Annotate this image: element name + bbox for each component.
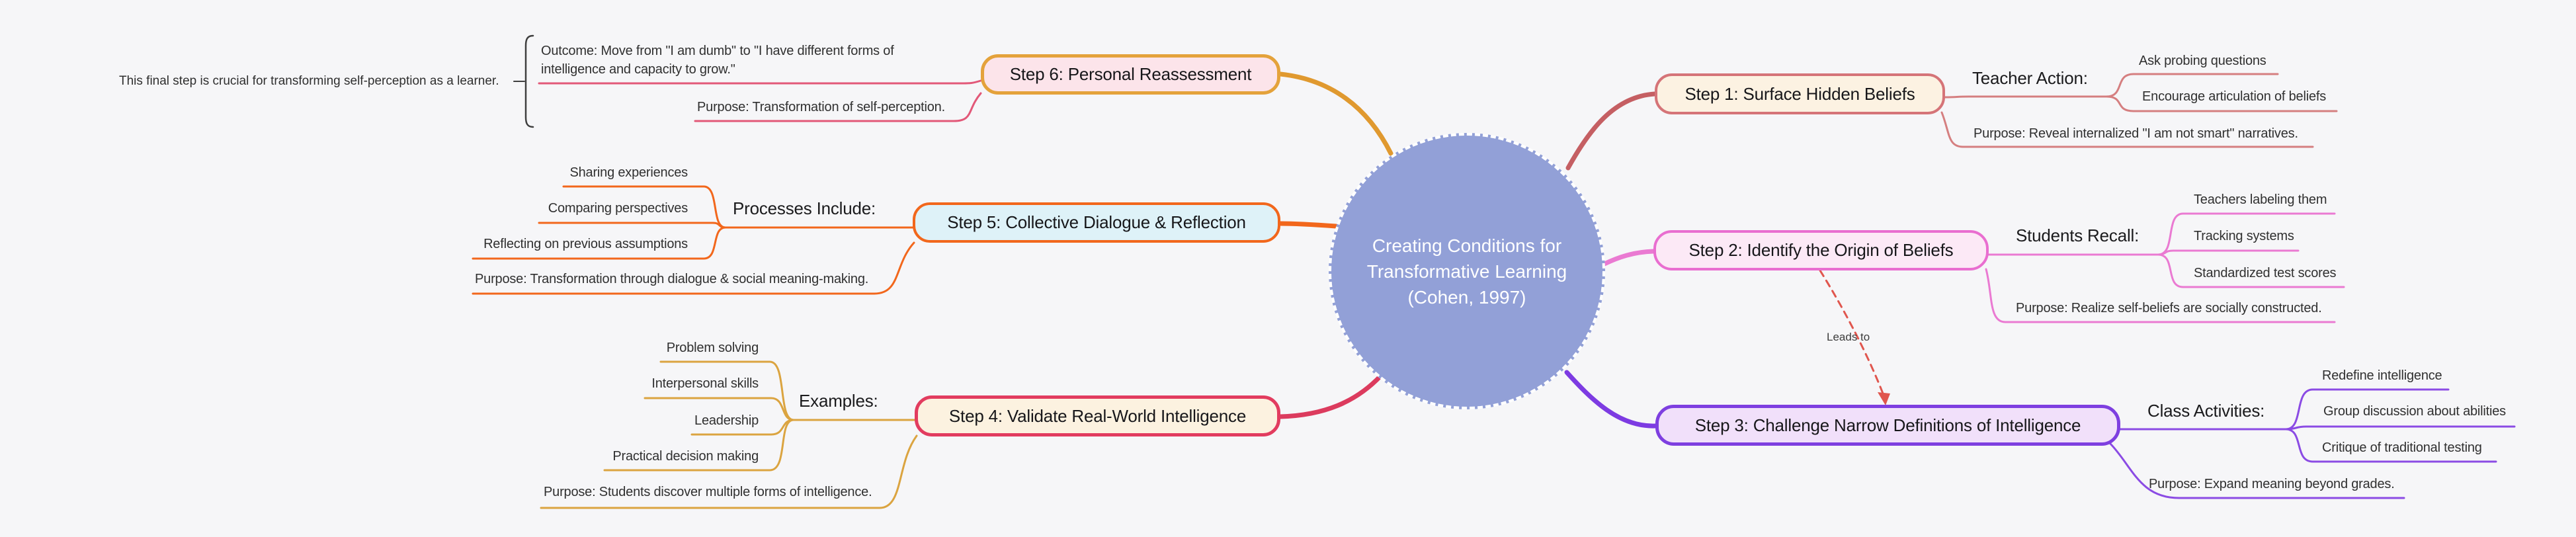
- step1-header: Teacher Action:: [1972, 68, 2088, 88]
- link-center-step2: [1602, 249, 1656, 267]
- branch-line: [1940, 111, 2314, 148]
- step2-child: Tracking systems: [2194, 229, 2294, 243]
- link-center-step3: [1564, 370, 1658, 429]
- step5-node[interactable]: Step 5: Collective Dialogue & Reflection: [913, 202, 1280, 243]
- branch-line: [2284, 388, 2450, 431]
- leads-to-arrow: [1819, 269, 1890, 405]
- step1-branches: [1940, 73, 2338, 148]
- branch-line: [2157, 253, 2345, 288]
- step2-purpose: Purpose: Realize self-beliefs are social…: [2016, 301, 2322, 315]
- branch-line: [538, 79, 982, 85]
- central-topic-node[interactable]: Creating Conditions for Transformative L…: [1329, 133, 1605, 409]
- leads-to-label: Leads to: [1827, 331, 1870, 343]
- step1-child: Ask probing questions: [2139, 54, 2266, 68]
- step4-purpose: Purpose: Students discover multiple form…: [544, 485, 872, 499]
- step4-child: Practical decision making: [612, 449, 759, 464]
- step1-child: Encourage articulation of beliefs: [2142, 89, 2327, 104]
- step2-child: Standardized test scores: [2194, 266, 2337, 280]
- branch-line: [2284, 428, 2497, 463]
- branch-line: [2105, 95, 2338, 112]
- step6-outcome: Outcome: Move from "I am dumb" to "I hav…: [541, 44, 894, 77]
- branch-line: [644, 397, 795, 421]
- step4-branches: [540, 360, 918, 509]
- step6-node[interactable]: Step 6: Personal Reassessment: [981, 54, 1280, 95]
- step3-child: Critique of traditional testing: [2322, 440, 2482, 455]
- step5-branches: [472, 185, 915, 295]
- central-topic-line: Transformative Learning: [1366, 261, 1567, 282]
- step2-node[interactable]: Step 2: Identify the Origin of Beliefs: [1653, 230, 1989, 270]
- annotation-bracket: [513, 34, 534, 128]
- step3-node[interactable]: Step 3: Challenge Narrow Definitions of …: [1655, 405, 2120, 446]
- branch-line: [694, 92, 982, 122]
- step5-child: Sharing experiences: [569, 165, 688, 180]
- arrowhead: [1878, 392, 1890, 405]
- step3-header: Class Activities:: [2147, 401, 2265, 421]
- step3-purpose: Purpose: Expand meaning beyond grades.: [2149, 477, 2395, 491]
- step5-child: Reflecting on previous assumptions: [483, 237, 688, 251]
- branch-line: [2109, 442, 2405, 499]
- dashed-curve: [1819, 269, 1886, 398]
- step4-child: Leadership: [694, 413, 759, 428]
- link-center-step4: [1278, 373, 1384, 419]
- branch-line: [659, 360, 795, 421]
- branch-line: [1985, 268, 2336, 323]
- step4-node[interactable]: Step 4: Validate Real-World Intelligence: [915, 395, 1280, 436]
- branch-line: [2157, 249, 2300, 256]
- step2-header: Students Recall:: [2016, 226, 2140, 245]
- branch-line: [2284, 425, 2516, 431]
- step5-header: Processes Include:: [733, 198, 876, 218]
- step6-purpose: Purpose: Transformation of self-percepti…: [697, 100, 945, 114]
- branch-line: [472, 226, 727, 260]
- link-center-step1: [1565, 91, 1657, 171]
- link-center-step5: [1278, 221, 1339, 229]
- branch-line: [540, 434, 918, 509]
- step4-header: Examples:: [799, 391, 878, 411]
- branch-line: [472, 241, 915, 295]
- step3-child: Group discussion about abilities: [2323, 404, 2506, 419]
- central-topic-line: (Cohen, 1997): [1407, 286, 1526, 308]
- step4-child: Interpersonal skills: [651, 376, 759, 391]
- bracket-shape: [524, 34, 534, 128]
- step2-branches: [1985, 212, 2345, 323]
- step4-child: Problem solving: [666, 341, 759, 355]
- central-topic-line: Creating Conditions for: [1372, 235, 1562, 256]
- step1-node[interactable]: Step 1: Surface Hidden Beliefs: [1655, 73, 1945, 114]
- step5-child: Comparing perspectives: [548, 201, 688, 216]
- branch-line: [603, 419, 795, 472]
- branch-line: [538, 222, 727, 229]
- step5-purpose: Purpose: Transformation through dialogue…: [475, 272, 869, 286]
- branch-line: [2105, 73, 2279, 98]
- annotation-note: This final step is crucial for transform…: [119, 74, 499, 88]
- step3-branches: [2109, 388, 2516, 499]
- link-center-step6: [1278, 71, 1393, 156]
- step1-purpose: Purpose: Reveal internalized "I am not s…: [1974, 126, 2298, 141]
- step3-child: Redefine intelligence: [2322, 368, 2442, 383]
- step2-child: Teachers labeling them: [2194, 192, 2327, 207]
- step6-branches: [538, 79, 982, 122]
- center-links: [1278, 71, 1658, 429]
